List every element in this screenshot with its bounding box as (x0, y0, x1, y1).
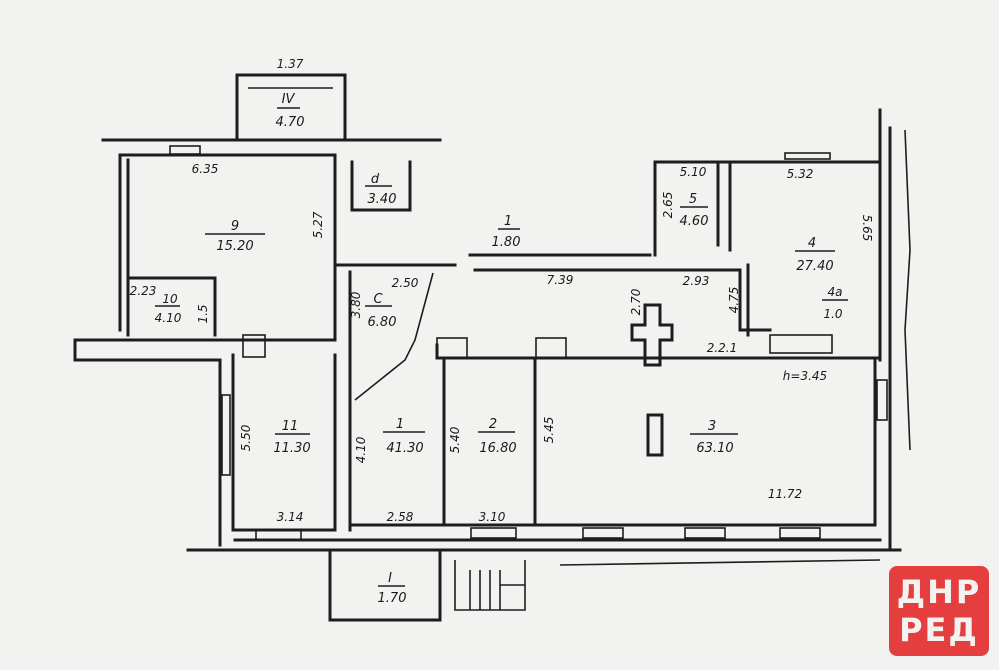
room-dim-10-0: 2.23 (130, 284, 157, 298)
room-dim-4-0: 5.32 (787, 167, 814, 181)
room-num-3: 3 (708, 419, 716, 434)
room-dim-11-1: 3.14 (277, 510, 304, 524)
room-area-iv: 4.70 (276, 115, 305, 130)
room-dim-1-1: 2.58 (387, 510, 414, 524)
room-num-c: C (373, 292, 383, 307)
logo-line-1: ДНР (896, 573, 982, 611)
room-dim-1-0: 4.10 (354, 436, 368, 463)
room-area-3: 63.10 (696, 441, 733, 456)
room-dim-9-1: 5.27 (311, 211, 325, 238)
room-labels: IV 4.70 1.37 9 15.20 6.35 5.27 d 3.40 1 … (130, 57, 874, 606)
room-area-1: 41.30 (386, 441, 423, 456)
room-dim-3-0: 5.45 (542, 417, 556, 444)
room-num-d: d (371, 172, 380, 187)
ceiling-height: h=3.45 (783, 369, 827, 383)
logo-line-2: РЕД (899, 611, 979, 649)
corridor-dimensions: 7.39 2.70 2.93 4.75 2.2.1 h=3.45 (547, 273, 828, 383)
dnr-red-logo: ДНР РЕД (889, 566, 989, 656)
room-dim-5-1: 2.65 (661, 192, 675, 219)
room-num-4a: 4а (828, 285, 843, 299)
room-dim-iv-0: 1.37 (277, 57, 304, 71)
room-num-10: 10 (162, 292, 178, 306)
room-area-i: 1.70 (378, 591, 407, 606)
room-num-5: 5 (689, 192, 697, 207)
room-num-i: I (388, 571, 392, 586)
dim-corridor-length: 7.39 (547, 273, 574, 287)
room-area-10: 4.10 (155, 311, 182, 325)
dim-corridor-width: 2.70 (629, 288, 643, 315)
room-dim-11-0: 5.50 (239, 424, 253, 451)
room-dim-10-1: 1.5 (196, 304, 210, 323)
dim-corridor-side: 4.75 (727, 287, 741, 314)
room-dim-5-0: 5.10 (680, 165, 707, 179)
room-area-small: 1.80 (492, 235, 521, 250)
room-area-9: 15.20 (216, 239, 253, 254)
room-dim-9-0: 6.35 (192, 162, 219, 176)
dim-corridor-passage: 2.2.1 (707, 341, 738, 355)
room-num-11: 11 (282, 419, 299, 434)
room-dim-c-1: 3.80 (349, 291, 363, 318)
dim-corridor-end: 2.93 (683, 274, 710, 288)
room-dim-2-0: 5.40 (448, 426, 462, 453)
room-area-2: 16.80 (479, 441, 516, 456)
room-dim-c-0: 2.50 (392, 276, 419, 290)
room-dim-3-1: 11.72 (768, 487, 802, 501)
room-num-2: 2 (489, 417, 497, 432)
room-area-5: 4.60 (680, 214, 709, 229)
room-dim-4-1: 5.65 (860, 215, 874, 242)
room-num-iv: IV (282, 92, 296, 107)
room-dim-2-1: 3.10 (479, 510, 506, 524)
room-num-4: 4 (808, 236, 816, 251)
room-area-11: 11.30 (273, 441, 310, 456)
room-num-1: 1 (396, 417, 404, 432)
room-area-4: 27.40 (796, 259, 833, 274)
room-area-d: 3.40 (368, 192, 397, 207)
room-area-c: 6.80 (368, 315, 397, 330)
room-area-4a: 1.0 (823, 307, 842, 321)
room-num-small: 1 (504, 214, 512, 229)
room-num-9: 9 (231, 219, 239, 234)
walls (73, 73, 911, 622)
